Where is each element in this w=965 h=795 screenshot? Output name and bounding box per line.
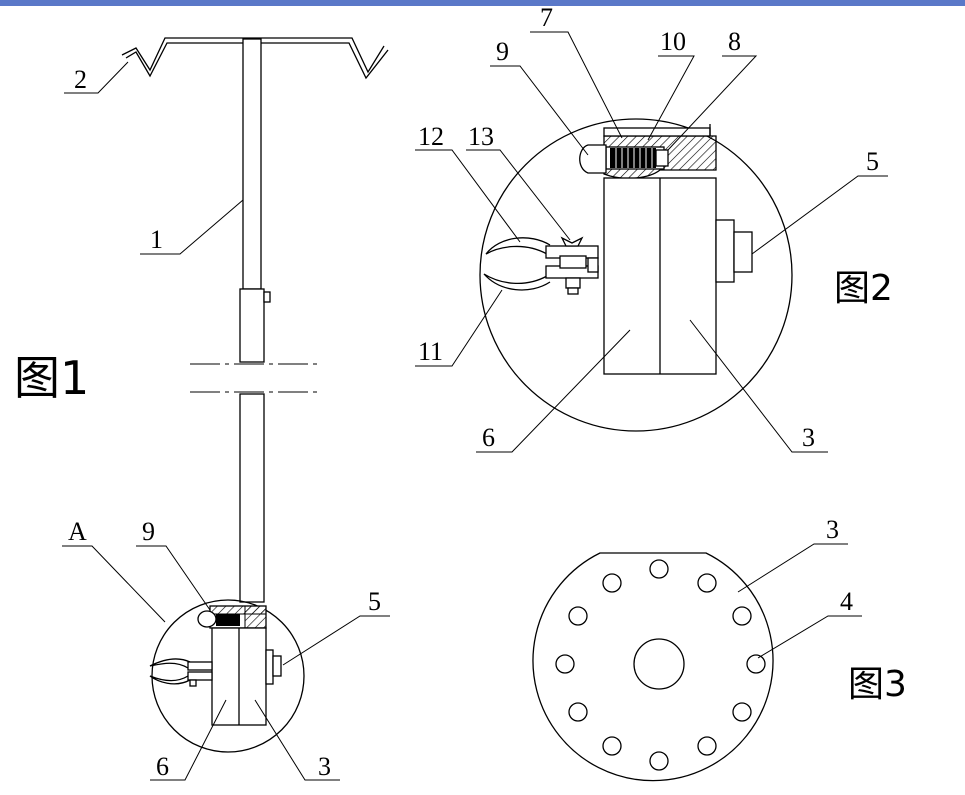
figure-2: [479, 118, 793, 432]
label-fig2-base: 3: [802, 423, 815, 452]
figure-3: [532, 552, 774, 782]
label-fig1-base: 3: [318, 752, 331, 781]
label-fig2-knob: 5: [866, 147, 879, 176]
figure-titles: 图1 图2 图3: [14, 268, 907, 705]
fig3-holes: [555, 559, 766, 771]
label-fig2-clamp-lower: 11: [418, 337, 443, 366]
figure-1-title: 图1: [14, 351, 89, 405]
label-fig1-knob: 5: [368, 587, 381, 616]
leader-lines: [62, 31, 888, 781]
label-fig2-screw: 7: [540, 3, 553, 32]
label-fig3-hole: 4: [840, 587, 853, 616]
label-fig1-block: 6: [156, 752, 169, 781]
window-top-bar: [0, 0, 965, 6]
fig2-spring: [610, 148, 656, 168]
iv-pole-upper: [242, 38, 262, 290]
figure-2-title: 图2: [834, 268, 893, 309]
label-fig3-base: 3: [826, 515, 839, 544]
label-fig1-detail: A: [68, 517, 87, 546]
label-fig2-pin: 8: [728, 27, 741, 56]
label-fig2-handle: 9: [496, 37, 509, 66]
figure-1: [121, 37, 389, 753]
label-fig1-hook: 2: [74, 65, 87, 94]
fig3-base-disk: [532, 552, 774, 782]
iv-pole-bottom: [239, 393, 265, 603]
detail-circle-a: [151, 599, 305, 753]
label-fig2-block: 6: [482, 423, 495, 452]
iv-hook: [121, 37, 385, 74]
label-fig2-spring: 10: [660, 27, 686, 56]
figure-3-title: 图3: [848, 664, 907, 705]
label-fig1-pole: 1: [150, 225, 163, 254]
part-labels: 2 1 A 9 5 6 3 7 10 8 9 12 13 11 5 6 3 3 …: [68, 3, 879, 781]
fig2-detail-circle: [479, 118, 793, 432]
label-fig1-handle: 9: [142, 517, 155, 546]
iv-pole-lower: [239, 288, 265, 363]
label-fig2-clamp-upper: 12: [418, 122, 444, 151]
label-fig2-clamp-bolt: 13: [468, 122, 494, 151]
